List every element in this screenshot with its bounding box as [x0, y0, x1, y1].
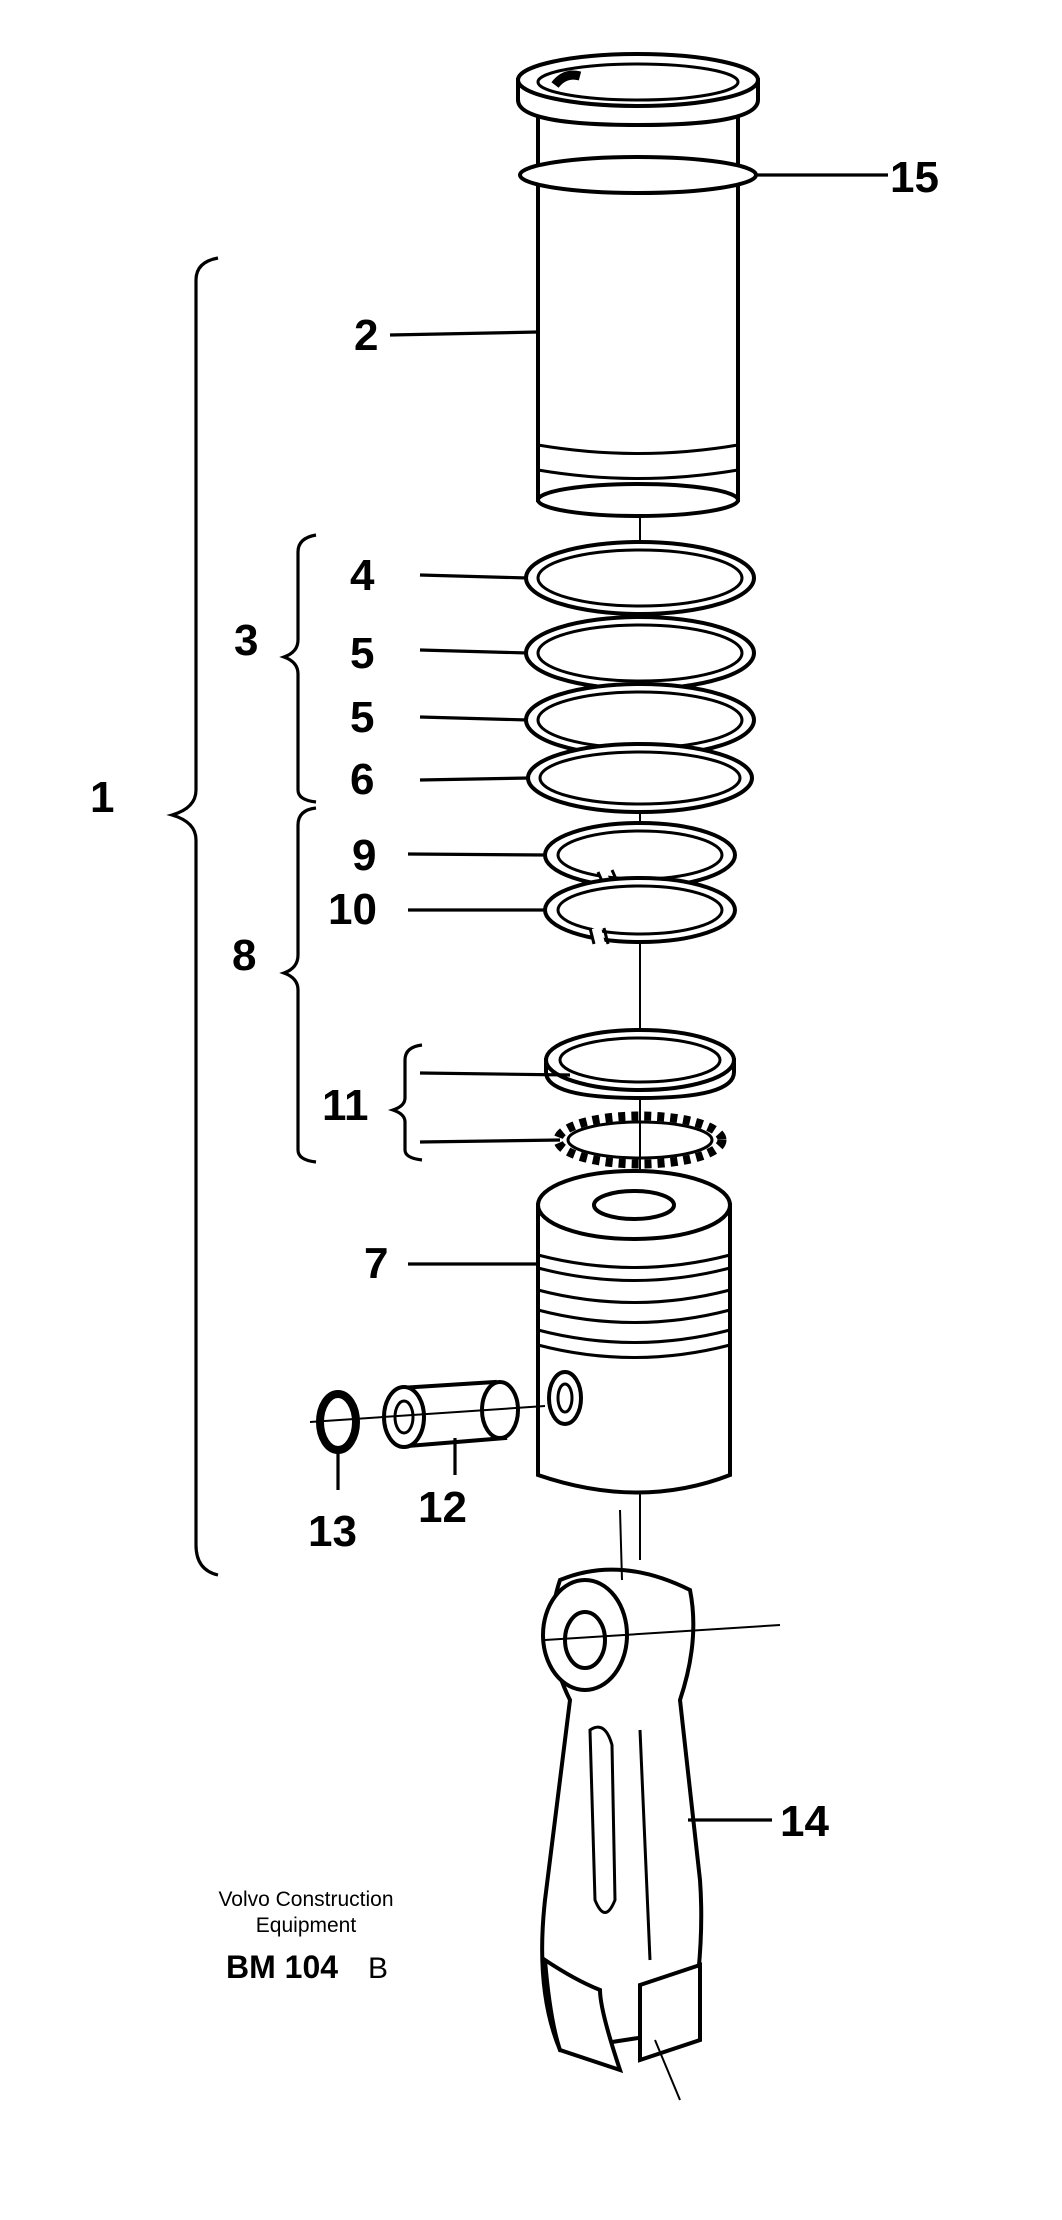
bracket-3 [279, 533, 317, 804]
piston-pin [382, 1379, 520, 1449]
callout-10: 10 [328, 885, 377, 934]
callout-11: 11 [322, 1081, 369, 1130]
bracket-11 [387, 1043, 423, 1162]
caption-manufacturer: Volvo Construction [218, 1888, 393, 1911]
callout-6: 6 [350, 755, 374, 804]
callout-12: 12 [418, 1483, 467, 1532]
callout-4: 4 [350, 551, 375, 600]
expander-spring [553, 1111, 727, 1169]
callout-13: 13 [308, 1507, 357, 1556]
leader-lines [336, 173, 888, 1822]
ring-10 [543, 876, 737, 946]
caption-revision: B [368, 1952, 388, 1985]
seal-ring [518, 155, 758, 195]
callout-3: 3 [234, 616, 258, 665]
callout-5-lower: 5 [350, 693, 374, 742]
connecting-rod [540, 1509, 781, 2101]
cylinder-liner [516, 52, 760, 518]
bracket-8 [279, 806, 317, 1164]
callout-15: 15 [890, 153, 939, 202]
oil-ring [544, 1028, 736, 1101]
callout-1: 1 [90, 773, 114, 822]
caption-drawing-code: BM 104 [226, 1949, 338, 1985]
callout-14: 14 [780, 1797, 829, 1846]
piston-ring-5-upper [524, 615, 756, 691]
piston-ring-6 [526, 742, 754, 814]
caption-equipment: Equipment [256, 1914, 357, 1937]
callout-8: 8 [232, 931, 256, 980]
callout-9: 9 [352, 831, 376, 880]
callout-7: 7 [364, 1239, 388, 1288]
callout-5-upper: 5 [350, 629, 374, 678]
callout-2: 2 [354, 311, 378, 360]
piston-ring-4 [524, 540, 756, 616]
piston [536, 1169, 732, 1495]
bracket-1 [166, 256, 219, 1577]
